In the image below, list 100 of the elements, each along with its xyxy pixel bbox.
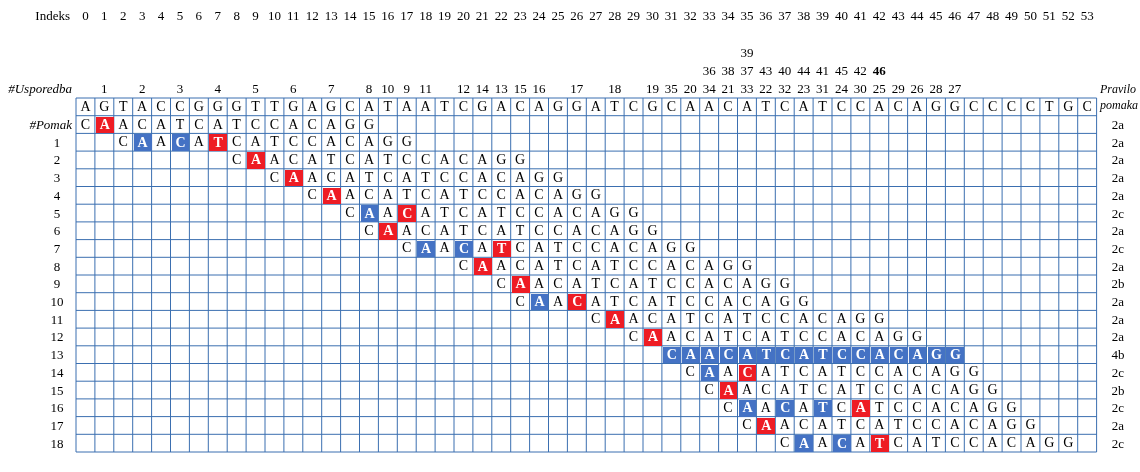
text-letter: C <box>835 98 848 116</box>
pattern-letter: A <box>873 328 886 346</box>
comparison-number: 5 <box>251 79 260 97</box>
column-index: 11 <box>286 6 301 24</box>
pattern-letter: C <box>457 204 470 222</box>
pattern-letter: C <box>306 133 318 152</box>
pattern-letter: A <box>948 381 961 399</box>
highlighted-letter: T <box>814 346 832 364</box>
text-letter: C <box>779 98 791 116</box>
pattern-letter: A <box>438 186 451 205</box>
pattern-letter: T <box>514 221 526 240</box>
highlighted-letter: C <box>833 435 851 452</box>
pattern-letter: A <box>249 133 262 152</box>
pattern-letter: C <box>268 168 281 187</box>
comparison-number: 21 <box>720 79 736 97</box>
pattern-letter: C <box>854 363 866 382</box>
pattern-letter: T <box>722 328 734 346</box>
pattern-letter: C <box>325 168 337 187</box>
pattern-letter: A <box>835 310 848 329</box>
pattern-letter: A <box>589 292 602 311</box>
text-letter: C <box>665 98 677 116</box>
pattern-letter: C <box>797 416 810 435</box>
text-letter: C <box>344 98 356 116</box>
pattern-letter: A <box>608 221 621 240</box>
pattern-letter: A <box>703 275 716 293</box>
text-letter: T <box>439 98 450 116</box>
column-index: 14 <box>342 6 358 24</box>
pattern-letter: G <box>1024 416 1037 435</box>
pattern-letter: A <box>797 310 810 329</box>
text-letter: G <box>230 98 243 116</box>
shift-rule: 2c <box>1110 399 1126 417</box>
pattern-letter: C <box>306 115 318 134</box>
column-index: 48 <box>985 6 1001 24</box>
pattern-letter: A <box>627 275 640 293</box>
pattern-letter: T <box>495 204 507 222</box>
comparison-number: 19 <box>644 79 660 97</box>
comparison-number: 34 <box>701 79 717 97</box>
pattern-letter: T <box>458 186 469 205</box>
text-letter: A <box>873 98 886 116</box>
header-label: Indeks <box>34 6 70 24</box>
pattern-letter: C <box>608 275 621 293</box>
pattern-letter: G <box>910 328 924 346</box>
pattern-letter: G <box>532 168 546 187</box>
comparison-number: 15 <box>512 79 528 97</box>
pattern-letter: C <box>816 381 829 399</box>
pattern-letter: C <box>419 151 432 169</box>
column-index: 20 <box>455 6 471 24</box>
pattern-letter: T <box>439 204 450 222</box>
pattern-letter: C <box>193 115 205 134</box>
pattern-letter: C <box>514 292 526 311</box>
pattern-letter: G <box>1043 434 1056 452</box>
text-letter: G <box>211 98 224 116</box>
pattern-letter: T <box>892 416 904 435</box>
pattern-letter: A <box>1024 434 1037 452</box>
comparison-number: 20 <box>682 79 698 97</box>
pattern-letter: C <box>268 115 281 134</box>
text-letter: C <box>722 98 734 116</box>
pattern-letter: G <box>778 275 791 293</box>
highlighted-letter: C <box>738 364 757 382</box>
pattern-letter: C <box>627 292 640 311</box>
row-number: 18 <box>49 434 65 452</box>
row-number: 12 <box>49 328 65 346</box>
pattern-letter: A <box>532 239 546 258</box>
pattern-letter: A <box>759 363 772 382</box>
pattern-letter: C <box>930 416 942 435</box>
pattern-letter: A <box>495 257 508 275</box>
pattern-letter: C <box>684 275 696 293</box>
pattern-letter: C <box>968 416 980 435</box>
highlighted-letter: T <box>870 435 889 452</box>
column-index: 42 <box>871 6 887 24</box>
column-index: 46 <box>947 6 963 24</box>
pattern-letter: C <box>590 310 602 329</box>
pattern-letter: A <box>986 416 999 435</box>
column-index: 32 <box>682 6 698 24</box>
pattern-letter: A <box>816 363 829 382</box>
highlighted-letter: G <box>946 346 965 364</box>
pattern-letter: A <box>438 151 451 169</box>
pattern-letter: C <box>363 186 375 205</box>
shift-rule: 4b <box>1110 346 1126 364</box>
pattern-letter: A <box>797 398 810 417</box>
pattern-letter: A <box>646 239 659 258</box>
pattern-letter: G <box>627 204 640 222</box>
comparison-number: 25 <box>871 79 887 97</box>
pattern-letter: G <box>1005 416 1018 435</box>
text-letter: C <box>1081 98 1093 116</box>
text-letter: C <box>1024 98 1037 116</box>
pattern-letter: A <box>665 310 678 329</box>
comparison-number: 40 <box>777 61 793 79</box>
pattern-letter: G <box>1062 434 1075 452</box>
column-index: 27 <box>588 6 604 24</box>
text-letter: A <box>532 98 546 116</box>
text-letter: T <box>382 98 394 116</box>
text-letter: C <box>1005 98 1018 116</box>
column-index: 6 <box>194 6 204 24</box>
pattern-letter: A <box>343 186 357 205</box>
pattern-letter: A <box>665 328 678 346</box>
pattern-letter: A <box>778 416 791 435</box>
pattern-letter: G <box>551 168 564 187</box>
pattern-letter: G <box>967 381 980 399</box>
pattern-letter: A <box>703 328 716 346</box>
